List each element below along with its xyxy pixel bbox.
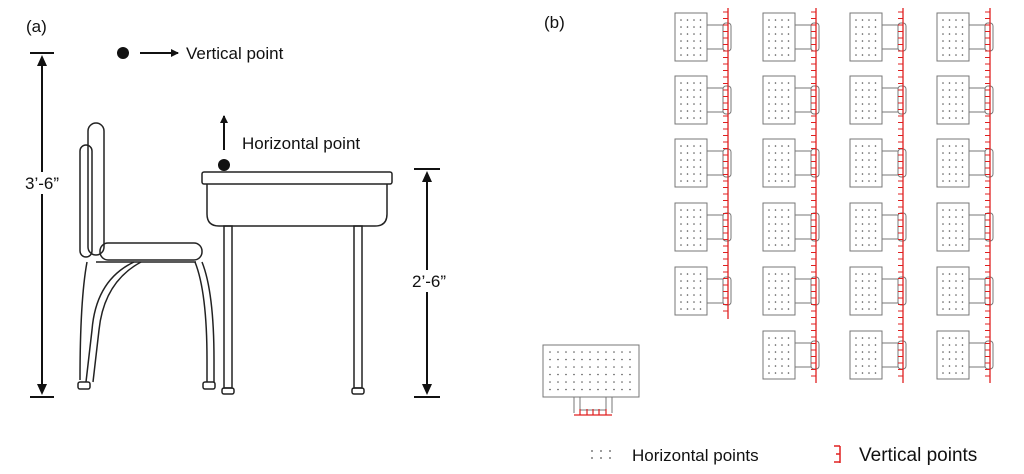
student-desk bbox=[762, 138, 820, 188]
vertical-point-label: Vertical point bbox=[186, 44, 284, 63]
student-desk bbox=[936, 75, 994, 125]
vertical-points-legend-label: Vertical points bbox=[859, 445, 977, 466]
student-desk bbox=[849, 75, 907, 125]
student-desk bbox=[674, 202, 732, 252]
total-height-label: 3’-6” bbox=[25, 174, 59, 193]
desk-column bbox=[849, 8, 907, 383]
student-desk bbox=[849, 12, 907, 62]
desk-illustration bbox=[201, 171, 393, 395]
desk-column bbox=[674, 8, 732, 319]
chair-illustration bbox=[77, 122, 216, 390]
student-desk bbox=[936, 202, 994, 252]
total-height-label-bg bbox=[18, 172, 66, 194]
vertical-point-marker bbox=[117, 47, 129, 59]
desk-column bbox=[936, 8, 994, 383]
desk-height-label-bg bbox=[404, 270, 454, 292]
student-desk bbox=[674, 75, 732, 125]
student-desk bbox=[849, 266, 907, 316]
student-desk bbox=[762, 75, 820, 125]
desk-column bbox=[762, 8, 820, 383]
horizontal-points-legend-label: Horizontal points bbox=[632, 446, 759, 465]
student-desk bbox=[674, 12, 732, 62]
student-desk bbox=[849, 138, 907, 188]
student-desk bbox=[762, 330, 820, 380]
panel-b: (b) Horizontal points bbox=[542, 8, 994, 466]
student-desk bbox=[936, 330, 994, 380]
horizontal-point-label: Horizontal point bbox=[242, 134, 360, 153]
student-desk bbox=[936, 266, 994, 316]
panel-a-label: (a) bbox=[26, 17, 47, 36]
horizontal-point-marker bbox=[218, 159, 230, 171]
teacher-desk-horizontal-points bbox=[549, 351, 631, 391]
horizontal-points-legend-icon bbox=[591, 450, 611, 459]
teacher-desk-vertical-points bbox=[574, 409, 612, 416]
student-desk bbox=[762, 202, 820, 252]
desk-grid bbox=[674, 8, 994, 383]
student-desk bbox=[674, 266, 732, 316]
legend: Horizontal points Vertical points bbox=[591, 445, 977, 466]
student-desk bbox=[674, 138, 732, 188]
total-height-dimension bbox=[30, 52, 54, 398]
student-desk bbox=[762, 266, 820, 316]
student-desk bbox=[849, 330, 907, 380]
student-desk bbox=[936, 138, 994, 188]
student-desk bbox=[849, 202, 907, 252]
student-desk bbox=[936, 12, 994, 62]
desk-height-label: 2’-6” bbox=[412, 272, 446, 291]
panel-b-label: (b) bbox=[544, 13, 565, 32]
vertical-points-legend-icon bbox=[834, 445, 841, 463]
student-desk bbox=[762, 12, 820, 62]
teacher-desk bbox=[542, 344, 640, 416]
panel-a: (a) Vertical point Horizontal point 3’-6… bbox=[18, 17, 454, 398]
